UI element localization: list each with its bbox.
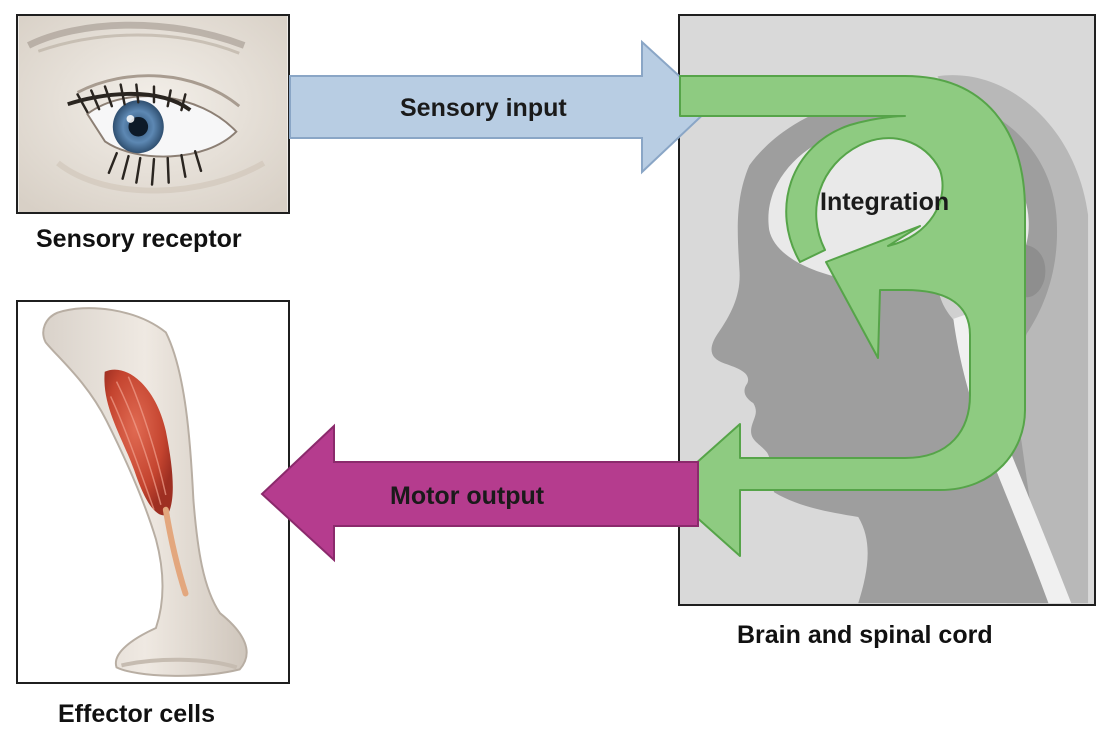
motor-output-arrow — [260, 423, 699, 563]
motor-output-label: Motor output — [390, 482, 545, 510]
sensory-receptor-caption: Sensory receptor — [36, 225, 242, 253]
sensory-receptor-panel — [16, 14, 290, 214]
sensory-input-label: Sensory input — [400, 94, 567, 122]
leg-muscle-illustration-icon — [42, 307, 248, 677]
eye-illustration-icon — [18, 16, 288, 212]
brain-spinal-cord-caption: Brain and spinal cord — [737, 621, 993, 649]
sensory-input-arrow — [289, 39, 714, 175]
effector-cells-panel — [16, 300, 290, 684]
integration-arrow — [665, 75, 1026, 557]
integration-label: Integration — [820, 188, 949, 216]
effector-cells-caption: Effector cells — [58, 700, 216, 728]
